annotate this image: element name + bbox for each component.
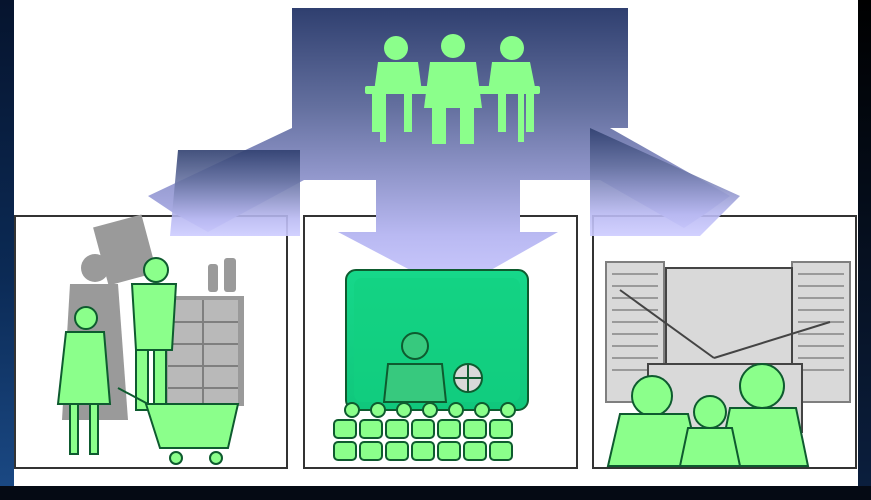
classroom-presenter-icon <box>334 270 528 460</box>
